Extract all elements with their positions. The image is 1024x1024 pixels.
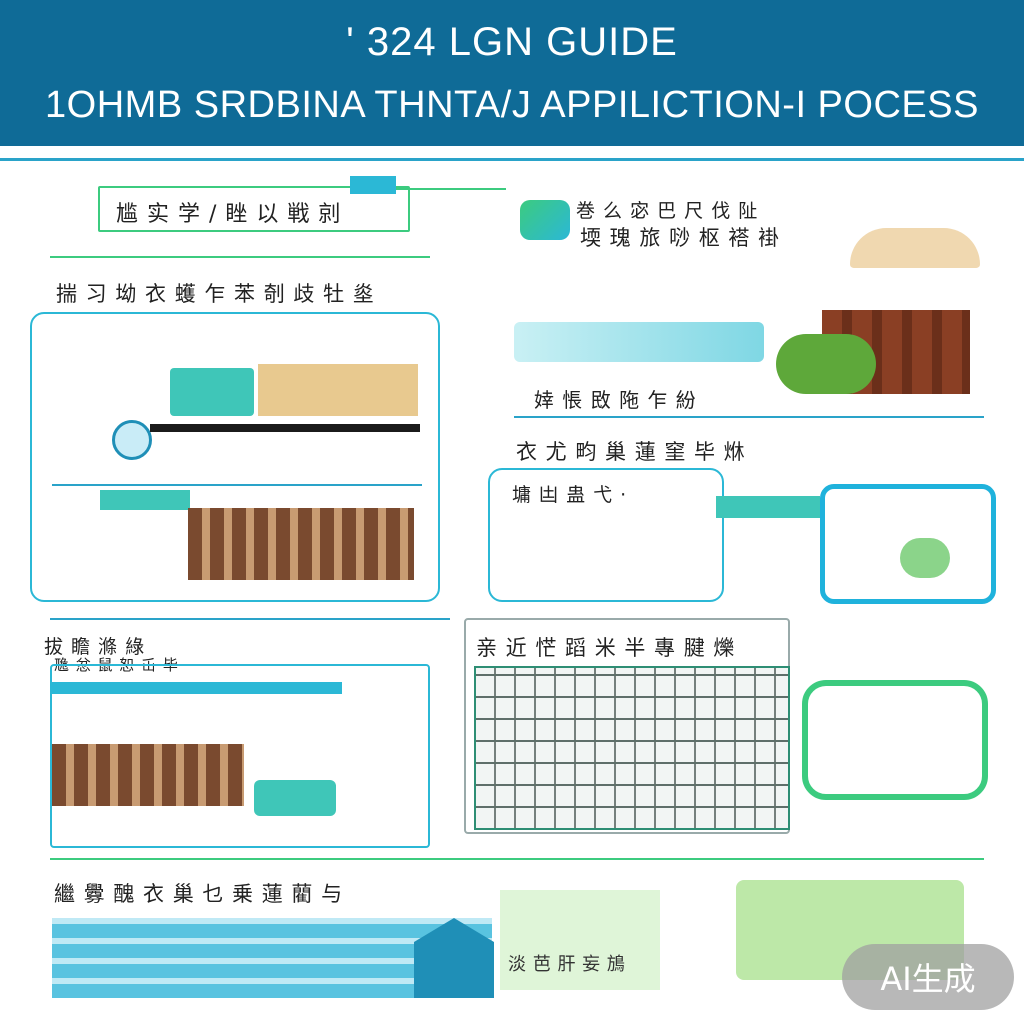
s2-rule [514,416,984,418]
s6-map-left [500,890,660,990]
s1-card-photo [188,508,414,580]
s6-caption: 淡 芭 肝 妄 鴋 [508,954,626,975]
s1-connector [396,188,506,190]
s1-card-bar [150,424,420,432]
s3-map-graphic [900,538,950,578]
s2-caption: 婞 悵 敃 陁 乍 紛 [534,388,697,412]
s1-title: 尴 实 学 / 睉 以 戦 剠 [116,202,342,227]
ai-generated-badge: AI生成 [842,944,1014,1010]
header-title: ' 324 LGN GUIDE [346,20,678,64]
s3-subtitle: 墉 凷 蛊 弋 · [512,484,628,506]
header-subtitle: 1OHMB SRDBINA THNTA/J APPILICTION-I POCE… [45,84,979,126]
s4-title: 拔 瞻 滌 綠 [44,636,146,658]
s3-card [488,468,724,602]
s2-title: 巻 么 宓 巴 尺 伐 阯 [576,200,759,222]
s1-card [30,312,440,602]
s4-photo [52,744,244,806]
s4-bar [52,682,342,694]
s2-roof [850,228,980,268]
globe-icon [112,420,152,460]
s1-title-box [98,186,410,232]
s6-rule [50,858,984,860]
s5-table [474,666,790,830]
s1-tag [350,176,396,194]
s2-banner [514,322,764,362]
s3-title: 衣 尤 畇 巢 蓮 窐 毕 烌 [516,440,746,464]
s4-rule [50,618,450,620]
s3-side-card [820,484,996,604]
header-divider [0,158,1024,161]
s6-title: 繼 釁 醜 衣 巢 乜 乗 蓮 藺 与 [54,882,344,906]
s5-side-card [802,680,988,800]
s2-subtitle: 堧 瑰 旅 唦 枢 褡 褂 [580,226,781,250]
s4-chip [254,780,336,816]
s2-leaf-graphic [520,200,570,240]
tree-icon [776,334,876,394]
s1-card-chip [170,368,254,416]
s3-chip [716,496,820,518]
s1-card-image [258,364,418,416]
s1-card-chip2 [100,490,190,510]
header-banner: ' 324 LGN GUIDE 1OHMB SRDBINA THNTA/J AP… [0,0,1024,146]
s1-card-rule [52,484,422,486]
s4-card [50,664,430,848]
s1-rule [50,256,430,258]
s5-title: 亲 近 恾 蹈 米 半 專 腱 爍 [476,636,736,660]
s1-subtitle: 揣 习 坳 衣 蠖 乍 苯 剞 歧 牡 烾 [56,282,375,306]
